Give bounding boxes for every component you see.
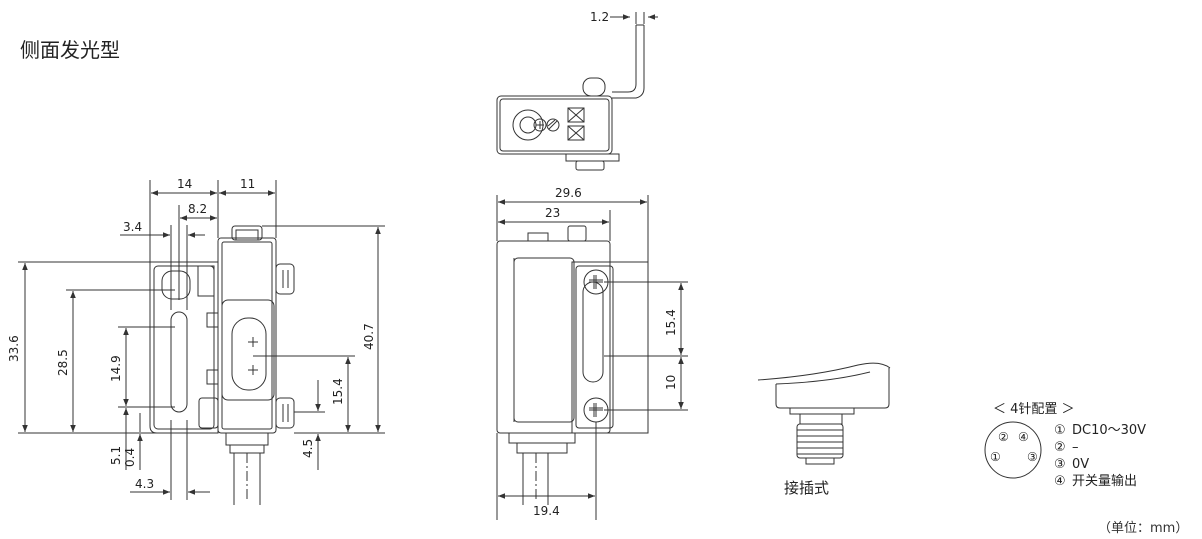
top-view xyxy=(496,12,658,171)
dim-23: 23 xyxy=(545,206,560,220)
pin-4-position: ④ xyxy=(1018,430,1029,444)
pin-3-number: ③ xyxy=(1054,457,1066,472)
pin-2-number: ② xyxy=(1054,440,1066,455)
dim-11: 11 xyxy=(240,177,255,191)
pin-1-position: ① xyxy=(990,450,1001,464)
pin-1-label: DC10～30V xyxy=(1072,423,1146,438)
dim-3-4: 3.4 xyxy=(123,220,142,234)
dim-14-9: 14.9 xyxy=(109,355,123,382)
dim-29-6: 29.6 xyxy=(555,186,582,200)
dim-10: 10 xyxy=(664,375,678,390)
connector-view xyxy=(757,362,891,465)
dim-28-5: 28.5 xyxy=(56,349,70,376)
connector-caption: 接插式 xyxy=(784,479,830,497)
dim-14: 14 xyxy=(177,177,192,191)
side-view-left xyxy=(18,180,385,505)
front-view xyxy=(496,195,688,520)
pin-1-number: ① xyxy=(1054,423,1066,438)
dim-15-4-right: 15.4 xyxy=(664,309,678,336)
dim-0-4: 0.4 xyxy=(123,448,137,467)
page-title: 侧面发光型 xyxy=(20,38,120,62)
dim-5-1: 5.1 xyxy=(109,446,123,465)
pin-4-label: 开关量输出 xyxy=(1072,473,1137,489)
pin-4-number: ④ xyxy=(1054,474,1066,489)
dim-33-6: 33.6 xyxy=(7,335,21,362)
dim-19-4: 19.4 xyxy=(533,504,560,518)
dim-4-3: 4.3 xyxy=(135,477,154,491)
dim-15-4-left: 15.4 xyxy=(331,378,345,405)
pin-3-label: 0V xyxy=(1072,457,1089,472)
dim-1-2: 1.2 xyxy=(590,10,609,24)
pin-config-header: ＜ 4针配置 ＞ xyxy=(993,402,1075,417)
pin-2-position: ② xyxy=(998,430,1009,444)
dim-4-5: 4.5 xyxy=(301,439,315,458)
dim-8-2: 8.2 xyxy=(188,202,207,216)
unit-label: （单位：mm） xyxy=(1098,521,1189,536)
pin-layout-diagram xyxy=(984,421,1042,479)
pin-3-position: ③ xyxy=(1027,450,1038,464)
pin-2-label: – xyxy=(1072,440,1079,455)
dim-40-7: 40.7 xyxy=(362,323,376,350)
